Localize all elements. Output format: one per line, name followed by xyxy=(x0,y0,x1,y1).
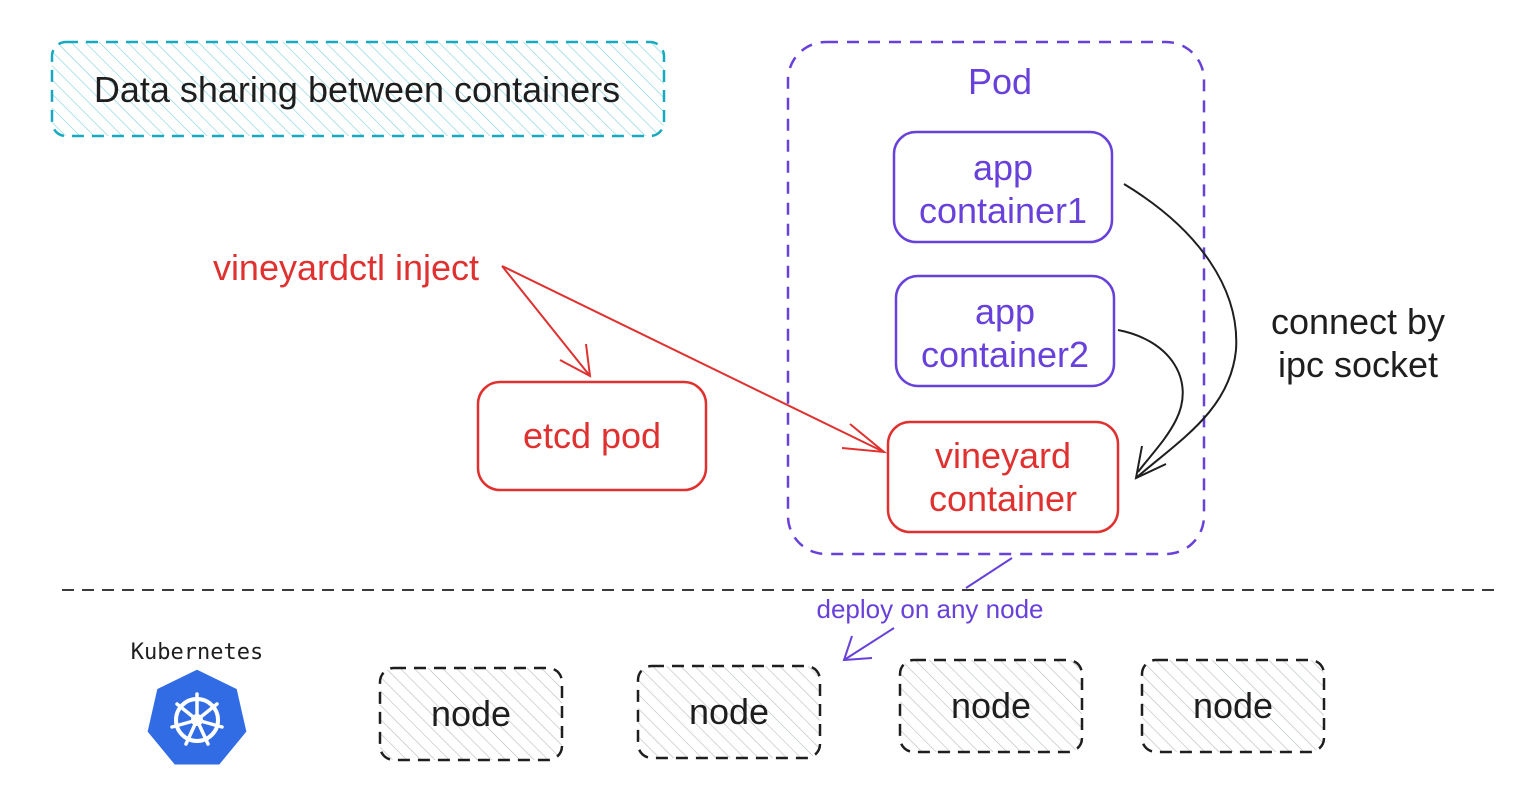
deploy-arrow-lower xyxy=(843,627,895,661)
connect-arrow-head xyxy=(1134,445,1167,480)
pod-label: Pod xyxy=(967,61,1033,102)
node-label-2: node xyxy=(688,691,770,732)
vineyard-container-label: vineyard container xyxy=(888,434,1118,520)
node-label-4: node xyxy=(1192,685,1274,726)
app-container1-label: app container1 xyxy=(894,146,1112,232)
deploy-arrow-head xyxy=(842,635,873,662)
connect-label: connect by ipc socket xyxy=(1252,300,1464,386)
connect-arrow-from-container2 xyxy=(1117,329,1184,473)
app-container1-line2: container1 xyxy=(918,190,1088,232)
deploy-arrow-upper xyxy=(965,557,1013,589)
etcd-pod-box xyxy=(476,380,708,492)
kubernetes-logo-icon xyxy=(144,666,250,768)
etcd-pod-label: etcd pod xyxy=(522,415,662,456)
node-box-3 xyxy=(898,658,1084,754)
deploy-label: deploy on any node xyxy=(816,594,1044,624)
app-container2-box xyxy=(894,274,1116,388)
node-label-3: node xyxy=(950,685,1032,726)
page-title: Data sharing between containers xyxy=(93,69,621,110)
inject-arrow-to-vineyard xyxy=(501,265,885,453)
vineyard-container-line2: container xyxy=(928,478,1078,520)
node-label-1: node xyxy=(430,693,512,734)
connect-label-line2: ipc socket xyxy=(1277,344,1439,386)
connect-arrow-from-container1 xyxy=(1123,183,1238,479)
app-container2-label: app container2 xyxy=(896,290,1114,376)
pod-boundary xyxy=(786,40,1206,556)
inject-arrow-to-vineyard-head xyxy=(841,423,888,454)
vineyard-container-box xyxy=(886,420,1120,534)
app-container2-line2: container2 xyxy=(920,334,1090,376)
connect-label-line1: connect by xyxy=(1270,301,1446,342)
inject-arrow-to-etcd xyxy=(501,265,591,377)
app-container1-box xyxy=(892,130,1114,244)
app-container2-line1: app xyxy=(974,291,1036,332)
kubernetes-label: Kubernetes xyxy=(130,640,264,665)
vineyard-container-line1: vineyard xyxy=(934,435,1072,476)
node-box-2 xyxy=(636,664,822,760)
inject-arrow-to-etcd-head xyxy=(559,343,592,378)
inject-command-label: vineyardctl inject xyxy=(212,247,480,288)
app-container1-line1: app xyxy=(972,147,1034,188)
title-box xyxy=(50,40,666,138)
node-box-1 xyxy=(378,666,564,762)
node-box-4 xyxy=(1140,658,1326,754)
